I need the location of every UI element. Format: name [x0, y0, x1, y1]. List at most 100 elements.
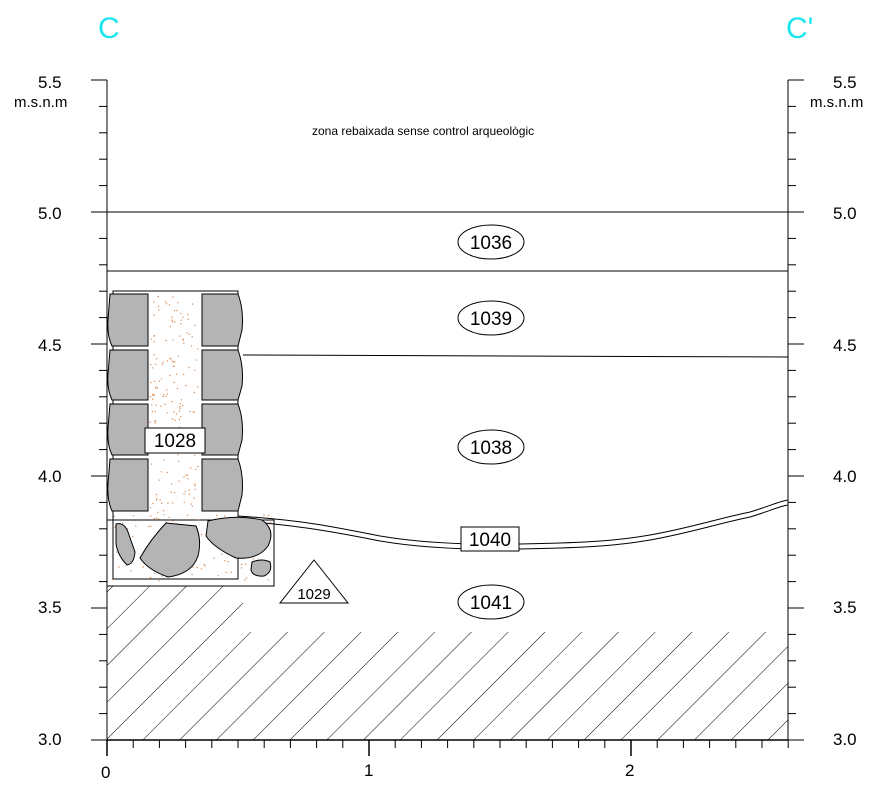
ashlar-blocks [107, 293, 243, 512]
fill-dot [150, 338, 152, 340]
fill-dot [149, 576, 152, 579]
fill-dot [197, 348, 199, 350]
block-left-3 [107, 403, 149, 456]
rubble-stones [115, 516, 272, 578]
hatched-substrate [107, 586, 788, 740]
fill-dot [176, 373, 178, 375]
fill-dot [132, 515, 135, 517]
fill-dot [161, 363, 164, 365]
fill-dot [158, 380, 160, 382]
fill-dot [224, 560, 226, 562]
fill-dot [192, 411, 195, 413]
fill-dot [153, 314, 155, 316]
fill-dot [204, 565, 206, 567]
fill-dot [156, 358, 158, 360]
fill-dot [179, 406, 181, 408]
y-top-label-right: 5.5 [833, 73, 857, 92]
fill-dot [155, 363, 157, 365]
unit-1041-label: 1041 [470, 593, 512, 614]
y-tick-label-right-5-0: 5.0 [833, 204, 857, 223]
fill-dot [183, 501, 185, 504]
fill-dot [130, 570, 132, 572]
fill-dot [171, 418, 174, 420]
fill-dot [178, 418, 180, 421]
fill-dot [166, 412, 168, 414]
fill-dot [153, 572, 156, 575]
y-unit-right: m.s.n.m [810, 94, 863, 111]
fill-dot [166, 389, 168, 391]
fill-dot [216, 514, 218, 517]
x-tick-label-1: 1 [364, 761, 373, 780]
fill-dot [269, 521, 272, 524]
unit-1041-ellipse [457, 584, 525, 620]
fill-dot [188, 493, 191, 495]
fill-dot [196, 566, 198, 569]
fill-dot [167, 502, 169, 504]
fill-dot [150, 525, 152, 527]
note-unexcavated-zone: zona rebaixada sense control arqueològic [312, 124, 534, 138]
y-tick-label-left-3-0: 3.0 [38, 730, 62, 749]
layer-1040-top [237, 499, 789, 545]
fill-dot [194, 454, 196, 456]
fill-dot [113, 515, 116, 518]
layer-1040-bottom [242, 504, 789, 550]
fill-dot [153, 420, 156, 422]
x-tick-label-2: 2 [625, 761, 634, 780]
fill-dot [171, 316, 173, 318]
x-tick-label-0: 0 [101, 763, 110, 782]
section-label-end: C' [786, 12, 813, 45]
fill-dot [158, 479, 160, 481]
fill-dot [193, 483, 196, 485]
unit-1036-ellipse [457, 224, 525, 260]
fill-dot [171, 320, 174, 322]
fill-dot [193, 391, 196, 394]
fill-dot [153, 301, 155, 303]
unit-1038-ellipse [457, 429, 525, 465]
boundary-1039-1038 [242, 354, 789, 358]
fill-dot [195, 468, 197, 471]
fill-dot [180, 323, 182, 325]
fill-dot [179, 335, 181, 337]
fill-dot [162, 395, 165, 398]
fill-dot [155, 499, 158, 501]
y-tick-label-left-4-5: 4.5 [38, 336, 62, 355]
fill-dot [240, 567, 242, 569]
fill-dot [240, 563, 243, 566]
fill-dot [165, 395, 167, 397]
fill-dot [194, 485, 196, 487]
fill-dot [149, 396, 152, 398]
fill-dot [191, 336, 193, 338]
fill-dot [169, 374, 171, 377]
fill-dot [187, 318, 189, 321]
fill-dot [149, 421, 151, 423]
fill-dot [201, 533, 203, 536]
stone-1 [115, 523, 136, 566]
unit-1029-triangle [278, 559, 350, 604]
fill-dot [190, 467, 192, 469]
fill-dot [162, 510, 165, 512]
fill-dot [152, 502, 154, 505]
fill-dot [160, 405, 162, 407]
unit-1028-box [144, 427, 206, 454]
fill-dot [173, 381, 175, 384]
fill-dot [154, 410, 156, 413]
fill-dot [188, 489, 190, 491]
fill-dot [171, 319, 173, 321]
fill-dot [153, 518, 155, 520]
fill-dot [182, 338, 184, 340]
unit-1039-ellipse [457, 300, 525, 336]
fill-dot [155, 517, 157, 519]
fill-dot [176, 387, 179, 390]
fill-dot [176, 310, 178, 312]
fill-dot [182, 373, 185, 376]
block-right-3 [201, 403, 243, 456]
unit-1039-label: 1039 [470, 309, 512, 330]
unit-1040-label: 1040 [469, 530, 511, 551]
y-tick-label-left-4-0: 4.0 [38, 467, 62, 486]
fill-dot [153, 394, 156, 396]
fill-dot [168, 516, 170, 519]
fill-dot [165, 521, 168, 523]
fill-dot [168, 304, 171, 306]
fill-dot [197, 465, 199, 468]
stone-4 [250, 559, 272, 577]
